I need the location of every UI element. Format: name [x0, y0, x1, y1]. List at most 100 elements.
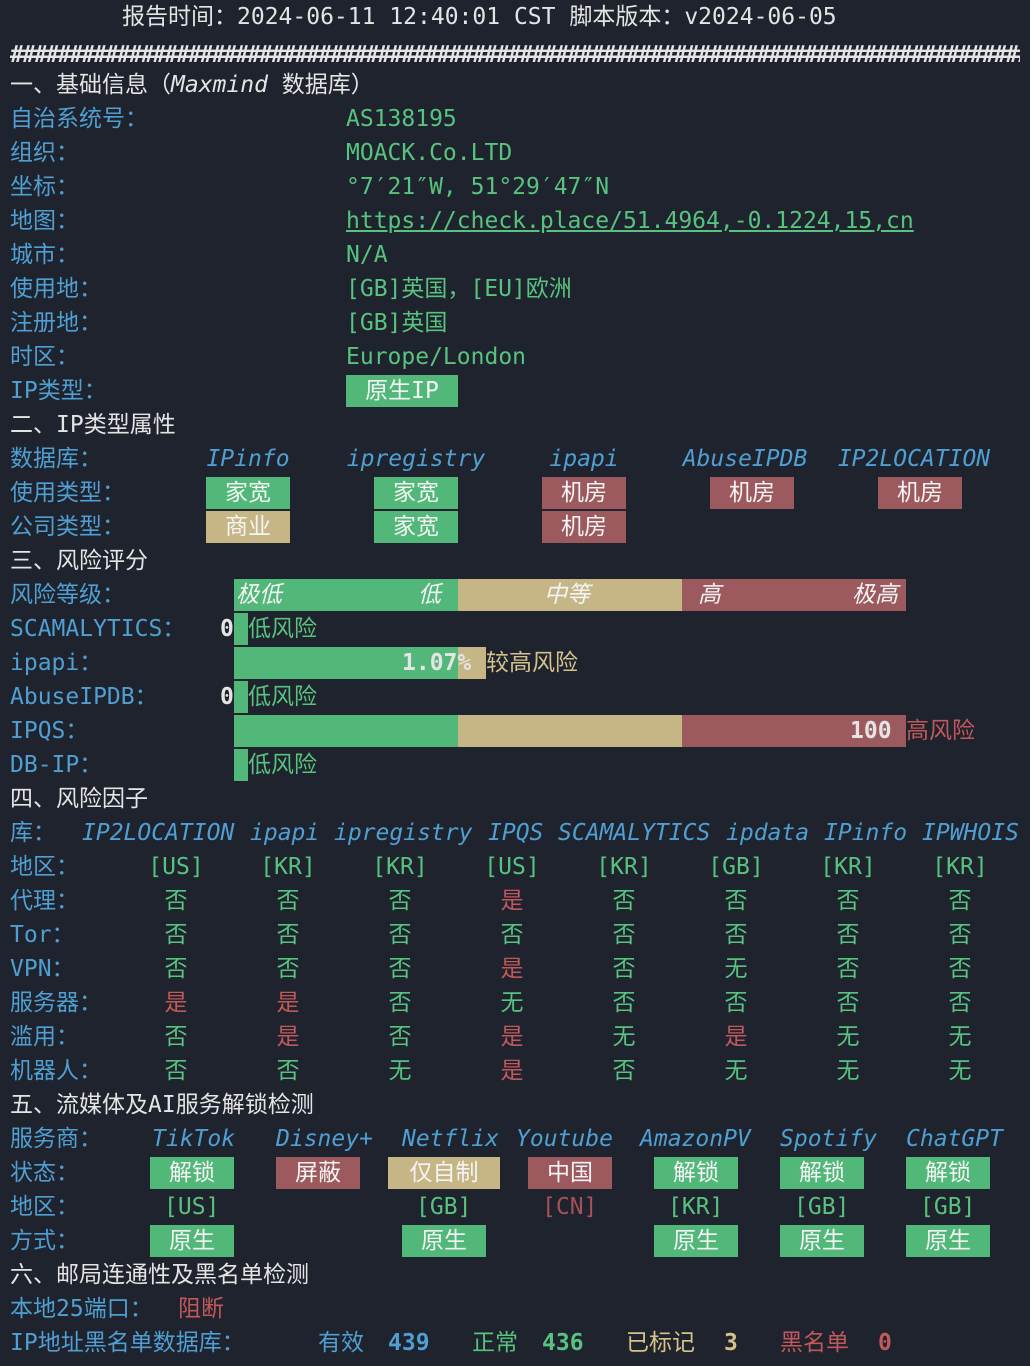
company-ipapi-badge: 机房: [542, 511, 626, 543]
section-4-title: 四、风险因子: [10, 786, 148, 812]
risk-level-label: 风险等级：: [10, 582, 125, 608]
factor-cell: 是: [500, 1058, 524, 1084]
svc-chatgpt: ChatGPT: [906, 1126, 1003, 1152]
section-5-title: 五、流媒体及AI服务解锁检测: [10, 1092, 314, 1118]
section-1-title: 一、基础信息（Maxmind 数据库）: [10, 72, 374, 98]
registry-value: [GB]英国: [346, 310, 448, 336]
db-ipregistry: ipregistry: [346, 446, 486, 472]
factor-cell: 否: [276, 888, 300, 914]
factor-cell: 否: [836, 990, 860, 1016]
status-chatgpt-badge: 解锁: [906, 1157, 990, 1189]
factor-cell: [GB]: [708, 854, 764, 880]
status-youtube-badge: 中国: [528, 1157, 612, 1189]
ip-type-label: IP类型：: [10, 378, 107, 404]
factor-cell: 是: [500, 956, 524, 982]
ipapi-bar-green: [234, 647, 458, 679]
factor-cell: 无: [612, 1024, 636, 1050]
company-ipregistry-badge: 家宽: [374, 511, 458, 543]
factor-cell: [KR]: [932, 854, 988, 880]
factor-cell: 否: [612, 922, 636, 948]
region-amazonpv: [KR]: [668, 1194, 724, 1220]
normal-value: 436: [542, 1330, 584, 1356]
factor-cell: 否: [500, 922, 524, 948]
ipqs-bar-green: [234, 715, 458, 747]
risk-level-green-band: [234, 579, 458, 611]
timezone-value: Europe/London: [346, 344, 527, 370]
usage-abuseipdb-badge: 机房: [710, 477, 794, 509]
factor-cell: 否: [948, 990, 972, 1016]
registry-label: 注册地：: [10, 310, 102, 336]
report-time: 报告时间：2024-06-11 12:40:01 CST 脚本版本：v2024-…: [122, 4, 837, 30]
factor-cell: 否: [724, 990, 748, 1016]
abuseipdb-risk-label: AbuseIPDB：: [10, 684, 158, 710]
factor-row-label: Tor：: [10, 922, 75, 948]
factor-cell: [KR]: [260, 854, 316, 880]
method-netflix-badge: 原生: [402, 1225, 486, 1257]
factor-cell: 否: [276, 956, 300, 982]
section-6-title: 六、邮局连通性及黑名单检测: [10, 1262, 309, 1288]
dbip-risk-label: DB-IP：: [10, 752, 103, 778]
asn-value: AS138195: [346, 106, 457, 132]
region-chatgpt: [GB]: [920, 1194, 976, 1220]
factor-cell: 否: [948, 888, 972, 914]
factor-cell: 否: [164, 922, 188, 948]
f-db-ipwhois: IPWHOIS: [922, 820, 1019, 846]
factor-cell: 是: [724, 1024, 748, 1050]
region-netflix: [GB]: [416, 1194, 472, 1220]
asn-label: 自治系统号：: [10, 106, 148, 132]
factor-cell: 无: [388, 1058, 412, 1084]
map-label: 地图：: [10, 208, 79, 234]
status-tiktok-badge: 解锁: [150, 1157, 234, 1189]
factor-cell: 否: [276, 922, 300, 948]
region-tiktok: [US]: [164, 1194, 220, 1220]
method-label: 方式：: [10, 1228, 79, 1254]
svc-spotify: Spotify: [780, 1126, 877, 1152]
factor-row-label: 机器人：: [10, 1058, 102, 1084]
db-ip2location: IP2LOCATION: [837, 446, 991, 472]
svc-amazonpv: AmazonPV: [640, 1126, 751, 1152]
normal-label: 正常: [472, 1330, 518, 1356]
svc-netflix: Netflix: [402, 1126, 499, 1152]
factor-cell: 无: [724, 956, 748, 982]
factor-cell: 无: [836, 1058, 860, 1084]
factor-cell: 是: [500, 888, 524, 914]
factor-row-label: VPN：: [10, 956, 75, 982]
factor-cell: 否: [724, 888, 748, 914]
company-type-label: 公司类型：: [10, 514, 125, 540]
ipapi-risk-label: ipapi：: [10, 650, 103, 676]
separator-line: ########################################…: [10, 42, 1020, 68]
abuseipdb-risk-text: 低风险: [248, 684, 317, 710]
db-ipapi: ipapi: [549, 446, 619, 472]
method-chatgpt-badge: 原生: [906, 1225, 990, 1257]
blacklist-count-label: 黑名单: [780, 1330, 849, 1356]
ipapi-risk-text: 较高风险: [486, 650, 578, 676]
f-db-ipqs: IPQS: [488, 820, 544, 846]
factor-cell: 否: [276, 1058, 300, 1084]
usage-ipregistry-badge: 家宽: [374, 477, 458, 509]
scamalytics-label: SCAMALYTICS：: [10, 616, 186, 642]
scamalytics-bar: [234, 613, 248, 645]
usage-ip2location-badge: 机房: [878, 477, 962, 509]
method-amazonpv-badge: 原生: [654, 1225, 738, 1257]
factor-cell: 无: [836, 1024, 860, 1050]
factor-cell: 是: [276, 1024, 300, 1050]
factor-cell: 否: [388, 1024, 412, 1050]
factor-cell: [US]: [484, 854, 540, 880]
section-3-title: 三、风险评分: [10, 548, 148, 574]
factor-cell: [KR]: [820, 854, 876, 880]
method-tiktok-badge: 原生: [150, 1225, 234, 1257]
factor-cell: 否: [612, 1058, 636, 1084]
ip-type-badge: 原生IP: [346, 375, 458, 407]
factor-cell: 否: [948, 922, 972, 948]
db-ipinfo: IPinfo: [206, 446, 290, 472]
svc-tiktok: TikTok: [152, 1126, 236, 1152]
factor-cell: 无: [500, 990, 524, 1016]
factor-cell: 否: [948, 956, 972, 982]
factor-cell: 否: [164, 888, 188, 914]
map-link[interactable]: https://check.place/51.4964,-0.1224,15,c…: [346, 208, 914, 234]
city-value: N/A: [346, 242, 388, 268]
scamalytics-risk-text: 低风险: [248, 616, 317, 642]
f-db-ipdata: ipdata: [726, 820, 810, 846]
ipqs-bar-red: [682, 715, 906, 747]
factor-cell: 是: [164, 990, 188, 1016]
